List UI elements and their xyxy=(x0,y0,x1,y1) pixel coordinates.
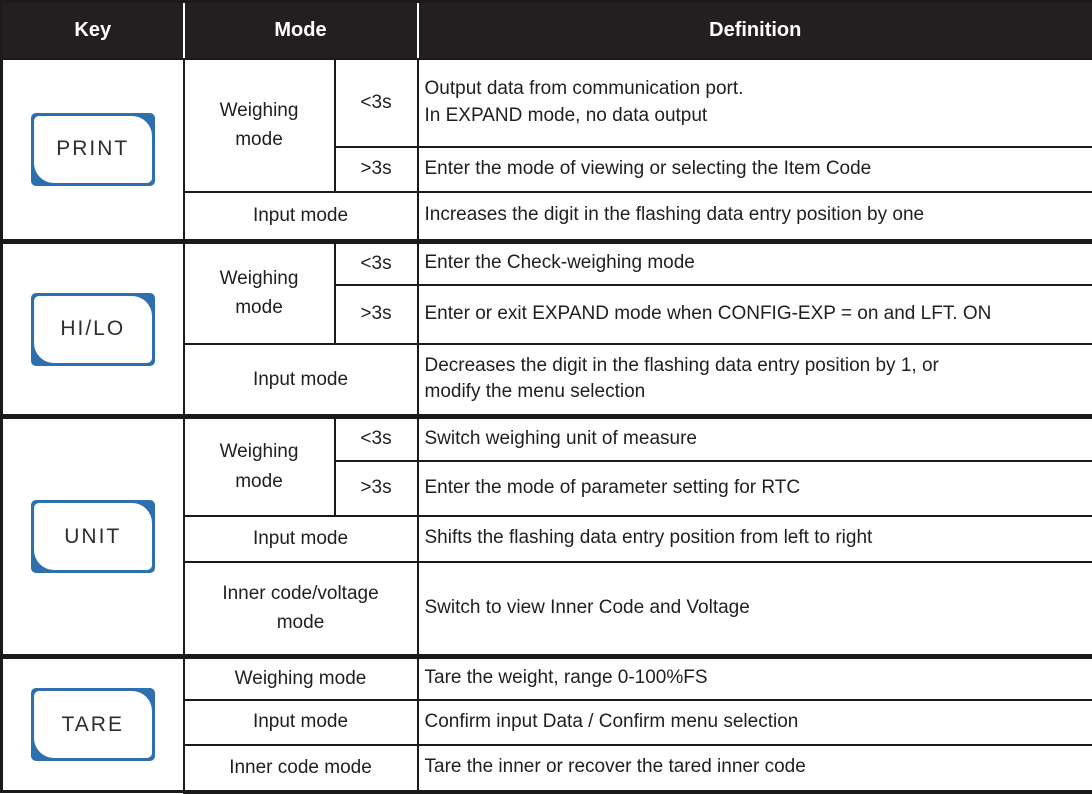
duration-cell: >3s xyxy=(333,283,419,345)
unit-key-label: UNIT xyxy=(33,503,152,570)
column-header-definition: Definition xyxy=(417,1,1092,60)
duration-cell: >3s xyxy=(333,145,419,193)
definition-cell: Output data from communication port. In … xyxy=(416,57,1092,148)
print-key-label: PRINT xyxy=(33,115,152,183)
definition-cell: Enter the Check-weighing mode xyxy=(416,239,1092,286)
unit-key-cell: UNIT xyxy=(0,414,185,658)
hilo-key-cell: HI/LO xyxy=(0,239,185,418)
definition-cell: Decreases the digit in the flashing data… xyxy=(416,342,1092,418)
table-row: Inner code mode Tare the inner or recove… xyxy=(2,743,1092,794)
mode-cell: Input mode xyxy=(182,698,419,746)
table-row: >3s Enter the mode of parameter setting … xyxy=(2,459,1092,517)
definition-cell: Increases the digit in the flashing data… xyxy=(416,190,1092,243)
hilo-key-label: HI/LO xyxy=(33,295,152,363)
duration-cell: <3s xyxy=(333,414,419,462)
duration-cell: <3s xyxy=(333,57,419,148)
column-header-key: Key xyxy=(1,1,185,60)
mode-cell: Input mode xyxy=(182,514,419,563)
table-row: >3s Enter the mode of viewing or selecti… xyxy=(2,145,1092,193)
mode-cell: Weighing mode xyxy=(182,239,336,345)
hilo-key-button: HI/LO xyxy=(30,292,155,366)
table-row: HI/LO Weighing mode <3s Enter the Check-… xyxy=(0,239,1092,418)
mode-cell: Input mode xyxy=(182,342,419,418)
definition-cell: Enter the mode of viewing or selecting t… xyxy=(416,145,1092,193)
definition-cell: Enter or exit EXPAND mode when CONFIG-EX… xyxy=(416,283,1092,345)
definition-cell: Switch weighing unit of measure xyxy=(416,414,1092,462)
definition-cell: Switch to view Inner Code and Voltage xyxy=(416,560,1092,658)
mode-cell: Inner code/voltage mode xyxy=(182,560,419,658)
table-row: Input mode Decreases the digit in the fl… xyxy=(2,342,1092,418)
table-row: PRINT Weighing mode <3s Output data from… xyxy=(0,57,1092,243)
definition-cell: Shifts the flashing data entry position … xyxy=(416,514,1092,563)
tare-key-label: TARE xyxy=(33,691,152,758)
definition-cell: Tare the weight, range 0-100%FS xyxy=(416,654,1092,701)
definition-cell: Enter the mode of parameter setting for … xyxy=(416,459,1092,517)
mode-cell: Weighing mode xyxy=(182,57,336,193)
print-key-button: PRINT xyxy=(30,112,155,186)
table-row: Inner code/voltage mode Switch to view I… xyxy=(2,560,1092,658)
column-header-mode: Mode xyxy=(183,1,419,60)
table-row: >3s Enter or exit EXPAND mode when CONFI… xyxy=(2,283,1092,345)
table-row: Input mode Confirm input Data / Confirm … xyxy=(2,698,1092,746)
definition-cell: Tare the inner or recover the tared inne… xyxy=(416,743,1092,794)
table-header-row: Key Mode Definition xyxy=(1,1,1092,60)
print-key-cell: PRINT xyxy=(0,57,185,243)
duration-cell: <3s xyxy=(333,239,419,286)
tare-key-button: TARE xyxy=(30,688,155,761)
mode-cell: Inner code mode xyxy=(182,743,419,794)
table-row: UNIT Weighing mode <3s Switch weighing u… xyxy=(0,414,1092,658)
table-row: Input mode Shifts the flashing data entr… xyxy=(2,514,1092,563)
definition-cell: Confirm input Data / Confirm menu select… xyxy=(416,698,1092,746)
duration-cell: >3s xyxy=(333,459,419,517)
tare-key-cell: TARE xyxy=(0,654,185,793)
unit-key-button: UNIT xyxy=(30,500,155,573)
table-row: TARE Weighing mode Tare the weight, rang… xyxy=(0,654,1092,793)
table-row: Input mode Increases the digit in the fl… xyxy=(2,190,1092,243)
mode-cell: Weighing mode xyxy=(182,654,419,701)
mode-cell: Weighing mode xyxy=(182,414,336,517)
mode-cell: Input mode xyxy=(182,190,419,243)
